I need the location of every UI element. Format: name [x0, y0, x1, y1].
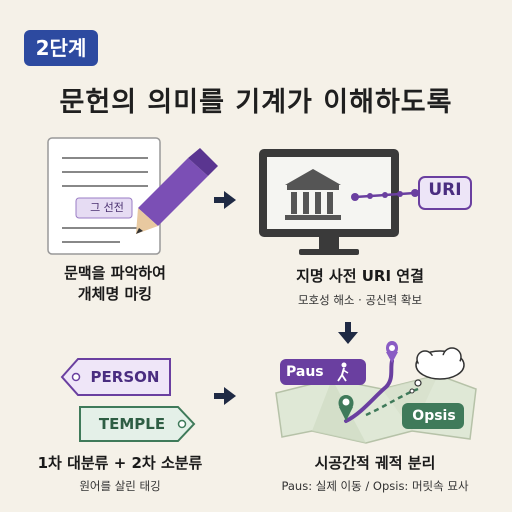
- map-caption: 시공간적 궤적 분리: [314, 454, 436, 472]
- pencil-icon: [136, 148, 218, 234]
- document-tag-label: 그 선전: [90, 201, 124, 214]
- paus-label: Paus: [286, 364, 324, 380]
- uri-subcaption: 모호성 해소 · 공신력 확보: [297, 293, 423, 307]
- arrow-right-icon: [214, 191, 236, 209]
- map-pin-icon: [386, 341, 398, 363]
- markup-caption: 문맥을 파악하여 개체명 마킹: [30, 263, 200, 305]
- map-illustration: [275, 341, 477, 444]
- thought-cloud-icon: [409, 347, 465, 394]
- tag-person-label: PERSON: [90, 368, 160, 386]
- document-markup-illustration: [47, 137, 218, 255]
- markup-caption-line1: 문맥을 파악하여: [64, 264, 166, 282]
- document-icon: [47, 137, 161, 255]
- monitor-uri-illustration: [259, 149, 472, 255]
- tags-subcaption: 원어를 살린 태깅: [79, 479, 161, 493]
- uri-label: URI: [428, 180, 462, 200]
- temple-icon: [285, 169, 341, 220]
- tags-caption: 1차 대분류 + 2차 소분류: [37, 454, 203, 472]
- arrow-down-icon: [338, 322, 358, 344]
- arrow-right-icon: [214, 387, 236, 405]
- temple-tag: [79, 406, 196, 442]
- uri-caption: 지명 사전 URI 연결: [296, 267, 424, 285]
- step-badge: 2단계: [24, 30, 98, 66]
- page-title: 문헌의 의미를 기계가 이해하도록: [59, 87, 453, 118]
- map-pin-icon: [338, 395, 354, 421]
- person-tag: [60, 358, 171, 396]
- walking-person-icon: [337, 362, 349, 382]
- opsis-tag: [402, 403, 464, 429]
- tag-temple-label: TEMPLE: [98, 415, 166, 433]
- markup-caption-line2: 개체명 마킹: [77, 285, 153, 303]
- map-subcaption: Paus: 실제 이동 / Opsis: 머릿속 묘사: [281, 479, 469, 493]
- opsis-label: Opsis: [412, 408, 456, 424]
- tags-illustration: [60, 358, 196, 442]
